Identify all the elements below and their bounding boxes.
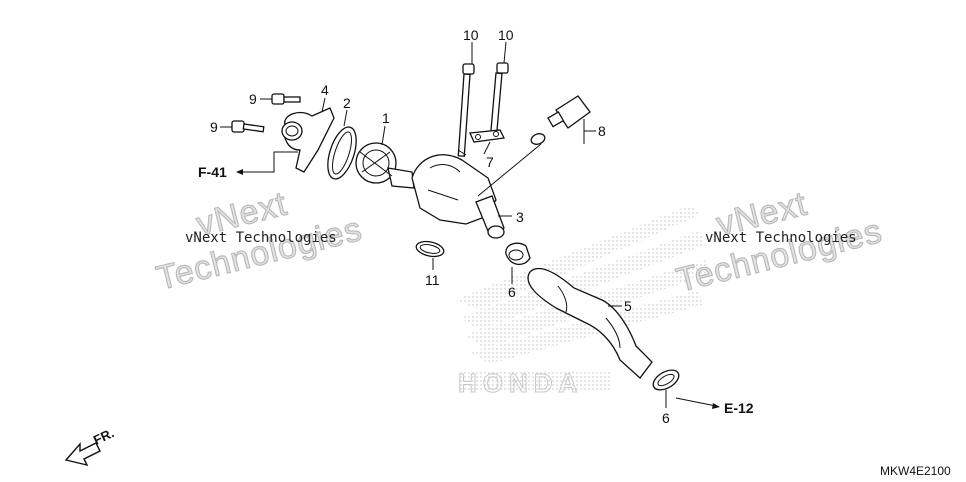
- ref-f41[interactable]: F-41: [198, 164, 227, 180]
- bolt-9-upper: [271, 93, 301, 105]
- leader-arrowheads: [236, 169, 720, 409]
- callout-4: 4: [321, 82, 329, 98]
- bolt-9-lower: [231, 120, 265, 133]
- water-outlet-part-4: [281, 107, 335, 173]
- callout-10-left: 10: [463, 27, 479, 43]
- callout-3: 3: [516, 209, 524, 225]
- leader-lines: [220, 41, 717, 408]
- ref-e12[interactable]: E-12: [724, 400, 754, 416]
- gasket-part-2: [327, 126, 357, 180]
- callout-9-upper: 9: [249, 91, 257, 107]
- front-label: FR.: [91, 425, 116, 447]
- diagram-code: MKW4E2100: [880, 464, 951, 478]
- callout-9-lower: 9: [210, 119, 218, 135]
- watermark-text-right: vNext Technologies: [705, 230, 857, 246]
- callout-8: 8: [598, 123, 606, 139]
- bolt-10-right: [489, 62, 509, 138]
- thermostat-part-1: [355, 142, 415, 189]
- callout-2: 2: [343, 95, 351, 111]
- hose-clamp-part-6-upper: [505, 242, 531, 265]
- callout-1: 1: [382, 110, 390, 126]
- watermark-left: vNext vNext Technologies Technologies vN…: [152, 184, 367, 298]
- callout-10-right: 10: [498, 27, 514, 43]
- o-ring-part-11: [415, 240, 445, 258]
- svg-text:HONDA: HONDA: [458, 368, 583, 398]
- watermark-right: vNext vNext Technologies Technologies vN…: [672, 184, 887, 300]
- stay-part-7: [469, 129, 505, 143]
- hose-clamp-part-6-lower: [652, 369, 680, 391]
- front-arrow: FR.: [64, 425, 116, 467]
- callout-labels: 1 2 3 4 5 6 6 7 8 9 9 10 10 11: [210, 27, 670, 426]
- bolt-10-left: [457, 63, 475, 157]
- callout-7: 7: [486, 154, 494, 170]
- water-hose-part-5: [527, 267, 653, 379]
- watermark-text-left: vNext Technologies: [185, 230, 337, 246]
- callout-5: 5: [624, 298, 632, 314]
- callout-6-upper: 6: [508, 284, 516, 300]
- callout-6-lower: 6: [662, 410, 670, 426]
- callout-11: 11: [425, 272, 440, 288]
- thermostat-housing-part-3: [411, 154, 505, 239]
- temperature-sensor-part-8: [530, 95, 591, 145]
